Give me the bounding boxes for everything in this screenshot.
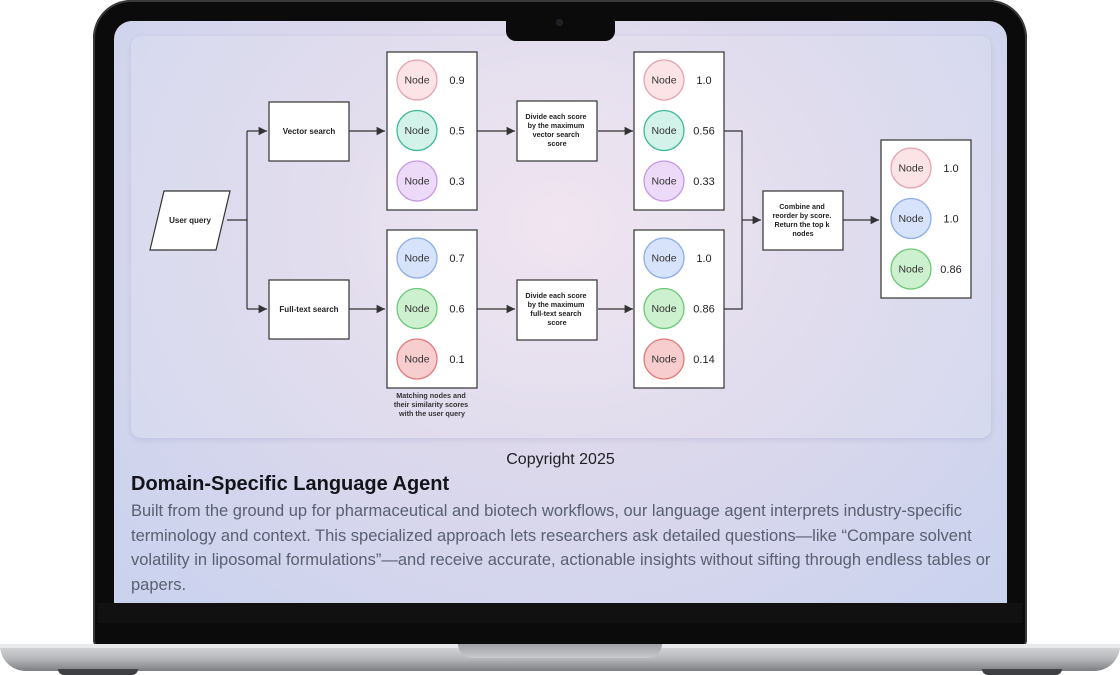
- laptop-foot-left: [58, 669, 138, 675]
- fulltext-nodes-node-2: [396, 287, 438, 330]
- copyright: Copyright 2025: [506, 451, 615, 468]
- connector-merge-bottom: [724, 220, 743, 310]
- combine-line-3: Return the top k: [774, 220, 829, 229]
- fulltext-nodes-score-3: 0.1: [449, 354, 464, 366]
- final-nodes-node-2: [890, 197, 932, 240]
- caption-line-2: their similarity scores: [394, 400, 468, 409]
- fulltext-norm-score-3: 0.14: [693, 354, 714, 366]
- vector-nodes-node-2: [396, 109, 438, 152]
- final-nodes-score-1: 1.0: [943, 163, 958, 175]
- vector-nodes-score-3: 0.3: [449, 176, 464, 188]
- caption-line-3: with the user query: [398, 409, 465, 418]
- hybrid-search-diagram: User query Vector search Full-text searc…: [149, 51, 972, 418]
- fulltext-nodes-score-2: 0.6: [449, 304, 464, 316]
- vector-nodes-node-label-3: Node: [404, 176, 429, 188]
- combine-line-1: Combine and: [779, 202, 825, 211]
- laptop-thumb-cutout: [458, 644, 662, 658]
- combine-box: [762, 190, 844, 251]
- connector-merge-top: [724, 130, 743, 220]
- normalize-vector-line-3: vector search: [533, 130, 580, 139]
- camera-notch: [506, 20, 615, 41]
- normalize-fulltext-line-2: by the maximum: [528, 300, 585, 309]
- fulltext-nodes-node-3: [396, 338, 438, 380]
- fulltext-norm-node-2: [643, 287, 685, 330]
- fulltext-norm-node-1: [643, 237, 685, 279]
- normalize-vector-line-1: Divide each score: [525, 112, 586, 121]
- final-nodes-score-3: 0.86: [940, 264, 961, 276]
- vector-norm-node-label-1: Node: [651, 75, 676, 87]
- user-query-label: User query: [169, 216, 211, 225]
- fulltext-nodes-node-label-1: Node: [404, 253, 429, 265]
- vector-norm-node-label-2: Node: [651, 125, 676, 137]
- combine-line-2: reorder by score.: [773, 211, 832, 220]
- normalize-vector-line-4: score: [547, 139, 566, 148]
- vector-nodes-node-label-1: Node: [404, 75, 429, 87]
- fulltext-norm-score-1: 1.0: [696, 253, 711, 265]
- svg-text:Divide each score by t: Divide each score by the maximum vector …: [525, 112, 588, 148]
- final-nodes-node-label-1: Node: [898, 163, 923, 175]
- fulltext-nodes-node-label-3: Node: [404, 354, 429, 366]
- fulltext-nodes-score-1: 0.7: [449, 253, 464, 265]
- vector-norm-node-label-3: Node: [651, 176, 676, 188]
- final-nodes-node-label-3: Node: [898, 264, 923, 276]
- normalize-fulltext-line-4: score: [547, 318, 566, 327]
- diagram-card: User query Vector search Full-text searc…: [131, 36, 991, 438]
- svg-text:Divide each score by t: Divide each score by the maximum full-te…: [525, 291, 588, 327]
- final-nodes-score-2: 1.0: [943, 214, 958, 226]
- screen-bottom-bezel: [98, 603, 1022, 623]
- user-query-shape: [149, 190, 231, 251]
- fulltext-norm-score-2: 0.86: [693, 304, 714, 316]
- normalize-fulltext-line-3: full-text search: [530, 309, 581, 318]
- laptop-foot-right: [982, 669, 1062, 675]
- fulltext-norm-node-3: [643, 338, 685, 380]
- fulltext-norm-node-label-3: Node: [651, 354, 676, 366]
- fulltext-norm-node-label-1: Node: [651, 253, 676, 265]
- camera-icon: [556, 19, 563, 26]
- vector-norm-score-3: 0.33: [693, 176, 714, 188]
- caption-line-1: Matching nodes and: [396, 391, 465, 400]
- svg-text:Matching nodes and the: Matching nodes and their similarity scor…: [394, 391, 470, 418]
- combine-line-4: nodes: [792, 229, 813, 238]
- normalize-fulltext-box: [516, 279, 598, 341]
- fulltext-search-label: Full-text search: [279, 305, 338, 314]
- vector-search-label: Vector search: [283, 127, 336, 136]
- final-nodes-node-label-2: Node: [898, 213, 923, 225]
- vector-nodes-node-label-2: Node: [404, 125, 429, 137]
- vector-norm-node-3: [643, 160, 685, 202]
- connectors: [227, 126, 879, 314]
- section-heading: Domain-Specific Language Agent: [131, 473, 450, 495]
- vector-norm-node-2: [643, 109, 685, 152]
- vector-nodes-node-1: [396, 59, 438, 101]
- normalize-vector-line-2: by the maximum: [528, 121, 585, 130]
- final-nodes-node-1: [890, 147, 932, 189]
- vector-nodes-score-2: 0.5: [449, 126, 464, 138]
- fulltext-norm-node-label-2: Node: [651, 303, 676, 315]
- laptop-screen: User query Vector search Full-text searc…: [114, 21, 1007, 603]
- vector-norm-score-2: 0.56: [693, 126, 714, 138]
- final-nodes-node-3: [890, 248, 932, 290]
- fulltext-nodes-node-label-2: Node: [404, 303, 429, 315]
- fulltext-search-box: [268, 279, 350, 340]
- vector-nodes-score-1: 0.9: [449, 75, 464, 87]
- vector-search-box: [268, 101, 350, 162]
- fulltext-nodes-node-1: [396, 237, 438, 279]
- section-body: Built from the ground up for pharmaceuti…: [131, 502, 991, 594]
- vector-norm-score-1: 1.0: [696, 75, 711, 87]
- vector-nodes-node-3: [396, 160, 438, 202]
- normalize-fulltext-line-1: Divide each score: [525, 291, 586, 300]
- vector-norm-node-1: [643, 59, 685, 101]
- normalize-vector-box: [516, 100, 598, 162]
- svg-text:Combine and reorder by: Combine and reorder by score. Return the…: [773, 202, 834, 238]
